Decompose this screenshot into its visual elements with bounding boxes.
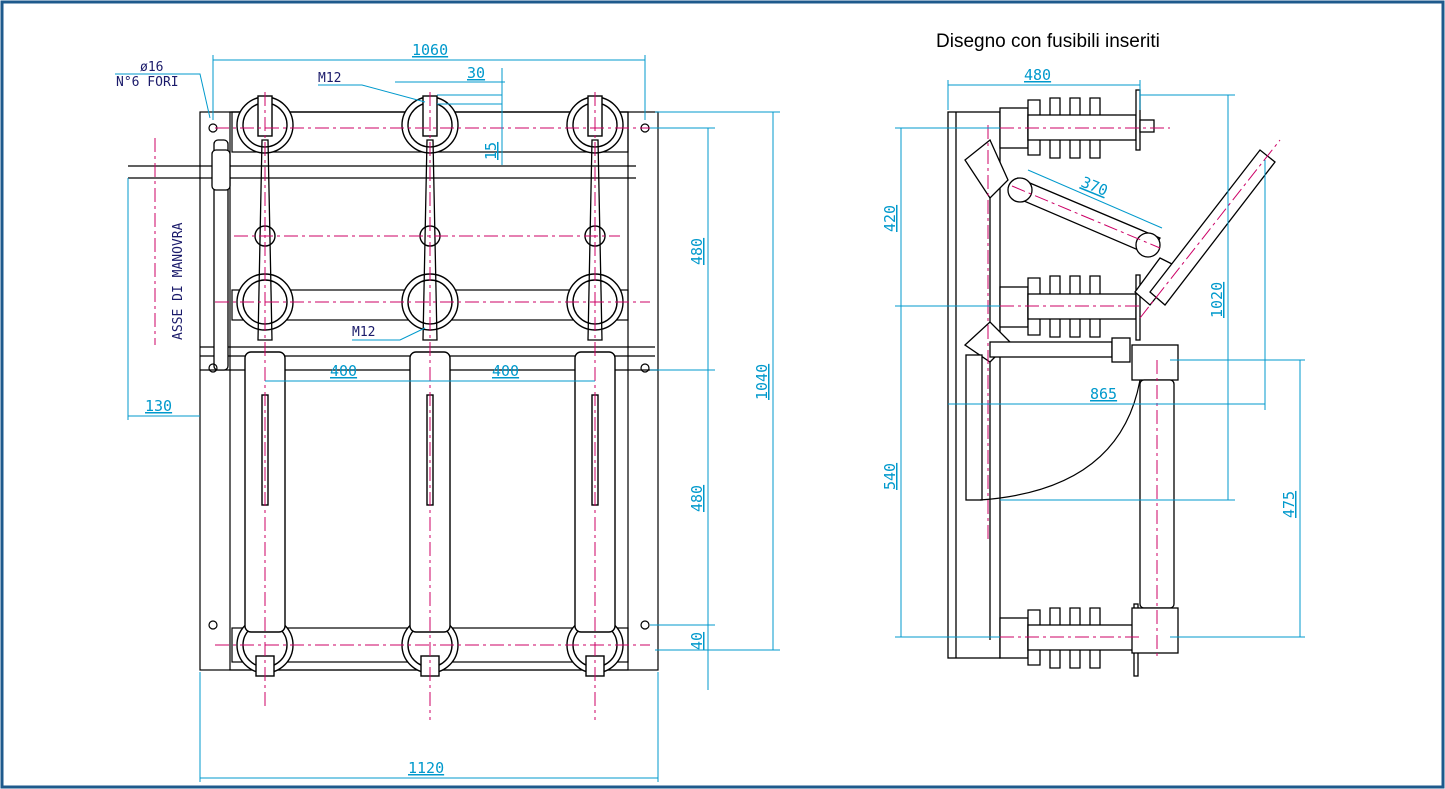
dim-overall-width: 1060 xyxy=(412,41,448,59)
dim-height-total: 1040 xyxy=(753,364,771,400)
dim-pitch-right: 400 xyxy=(492,362,519,380)
side-arms xyxy=(963,138,1131,501)
label-operating-axis: ASSE DI MANOVRA xyxy=(171,222,186,340)
front-insulators-top xyxy=(236,95,624,154)
label-hole-count: N°6 FORI xyxy=(116,75,179,90)
dim-swing-height: 1020 xyxy=(1208,282,1226,318)
front-dimension-lines xyxy=(115,55,780,782)
dim-pitch-left: 400 xyxy=(330,362,357,380)
front-view: 1060 1120 400 400 130 30 1040 480 480 40… xyxy=(115,41,780,782)
dim-lower-span: 480 xyxy=(688,485,706,512)
dim-base-width: 1120 xyxy=(408,759,444,777)
dim-upper-height: 420 xyxy=(881,205,899,232)
front-lever xyxy=(211,139,231,371)
side-swing-fuse xyxy=(1007,149,1276,306)
dim-swing-reach: 865 xyxy=(1090,385,1117,403)
dim-bottom-offset: 40 xyxy=(688,632,706,650)
dim-axis-offset: 130 xyxy=(145,397,172,415)
dim-lower-height: 540 xyxy=(881,463,899,490)
label-thread-mid: M12 xyxy=(352,325,375,340)
front-blades xyxy=(257,139,603,341)
label-hole-diameter: ø16 xyxy=(140,60,163,75)
label-thread-top: M12 xyxy=(318,71,341,86)
side-swing-arc xyxy=(979,379,1141,501)
side-lower-fuse xyxy=(1131,344,1179,654)
dim-depth: 480 xyxy=(1024,66,1051,84)
side-dimension-lines xyxy=(895,80,1305,638)
dim-bolt-width: 30 xyxy=(467,64,485,82)
side-centerlines xyxy=(987,125,1281,660)
dim-bolt-offset: 15 xyxy=(482,142,500,160)
dim-fuse-length: 370 xyxy=(1079,173,1111,200)
front-centerlines xyxy=(154,92,650,720)
side-view: Disegno con fusibili inseriti xyxy=(881,31,1305,677)
drawing-title: Disegno con fusibili inseriti xyxy=(936,31,1160,52)
dim-fuse-offset: 475 xyxy=(1280,491,1298,518)
dim-upper-span: 480 xyxy=(688,238,706,265)
